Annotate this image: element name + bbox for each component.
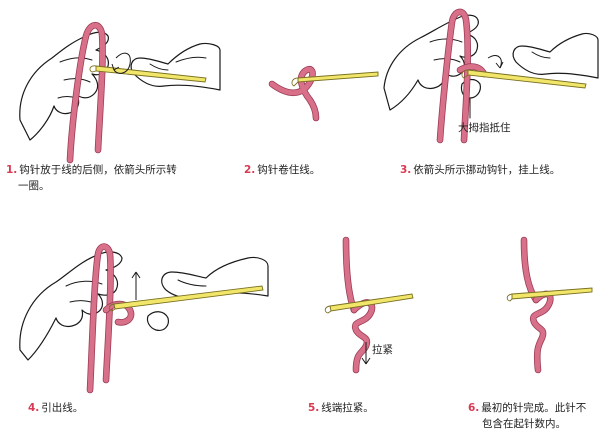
step-1-text-continued: 一圈。 (18, 180, 50, 192)
step-4-caption-line-1: 4.引出线。 (28, 400, 83, 416)
step-4-panel: 4.引出线。 (0, 230, 270, 430)
step-3-thumb-note: 大拇指抵住 (458, 122, 511, 134)
step-3-caption: 3.依箭头所示挪动钩针，挂上线。 (400, 162, 560, 178)
step-5-panel: 拉紧 5.线端拉紧。 (300, 230, 460, 430)
step-5-caption-line-1: 5.线端拉紧。 (308, 400, 374, 416)
step-6-illustration (506, 236, 593, 374)
step-6-text: 最初的针完成。此针不 (481, 402, 587, 414)
step-1-number: 1. (6, 164, 18, 176)
step-6-text-continued: 包含在起针数内。 (482, 418, 566, 430)
step-4-caption: 4.引出线。 (28, 400, 83, 416)
step-4-number: 4. (28, 402, 40, 414)
step-4-illustration (19, 243, 269, 394)
step-2-caption-line-1: 2.钩针卷住线。 (244, 162, 320, 178)
step-3-text: 依箭头所示挪动钩针，挂上线。 (413, 164, 561, 176)
step-1-panel: 1.钩针放于线的后侧，依箭头所示转 一圈。 (0, 0, 221, 200)
step-1-illustration (19, 22, 221, 164)
step-5-caption: 5.线端拉紧。 (308, 400, 374, 416)
step-5-pull-note: 拉紧 (372, 344, 393, 356)
step-3-panel: 大拇指抵住 3.依箭头所示挪动钩针，挂上线。 (380, 0, 600, 200)
step-5-illustration (324, 236, 414, 374)
step-2-panel: 2.钩针卷住线。 (240, 0, 380, 200)
step-1-caption-line-2: 一圈。 (6, 178, 177, 194)
step-2-number: 2. (244, 164, 256, 176)
step-3-illustration (383, 8, 599, 144)
step-2-caption: 2.钩针卷住线。 (244, 162, 320, 178)
step-2-illustration (268, 66, 379, 122)
step-1-text: 钩针放于线的后侧，依箭头所示转 (19, 164, 177, 176)
step-1-caption-line-1: 1.钩针放于线的后侧，依箭头所示转 (6, 162, 177, 178)
step-6-number: 6. (468, 402, 480, 414)
step-6-caption-line-1: 6.最初的针完成。此针不 (468, 400, 586, 416)
step-6-panel: 6.最初的针完成。此针不 包含在起针数内。 (460, 230, 600, 439)
step-4-text: 引出线。 (41, 402, 84, 414)
step-3-number: 3. (400, 164, 412, 176)
step-5-text: 线端拉紧。 (321, 402, 374, 414)
step-6-caption: 6.最初的针完成。此针不 包含在起针数内。 (468, 400, 586, 432)
step-6-caption-line-2: 包含在起针数内。 (468, 416, 586, 432)
step-2-text: 钩针卷住线。 (257, 164, 321, 176)
step-5-number: 5. (308, 402, 320, 414)
step-1-caption: 1.钩针放于线的后侧，依箭头所示转 一圈。 (6, 162, 177, 194)
step-3-caption-line-1: 3.依箭头所示挪动钩针，挂上线。 (400, 162, 560, 178)
